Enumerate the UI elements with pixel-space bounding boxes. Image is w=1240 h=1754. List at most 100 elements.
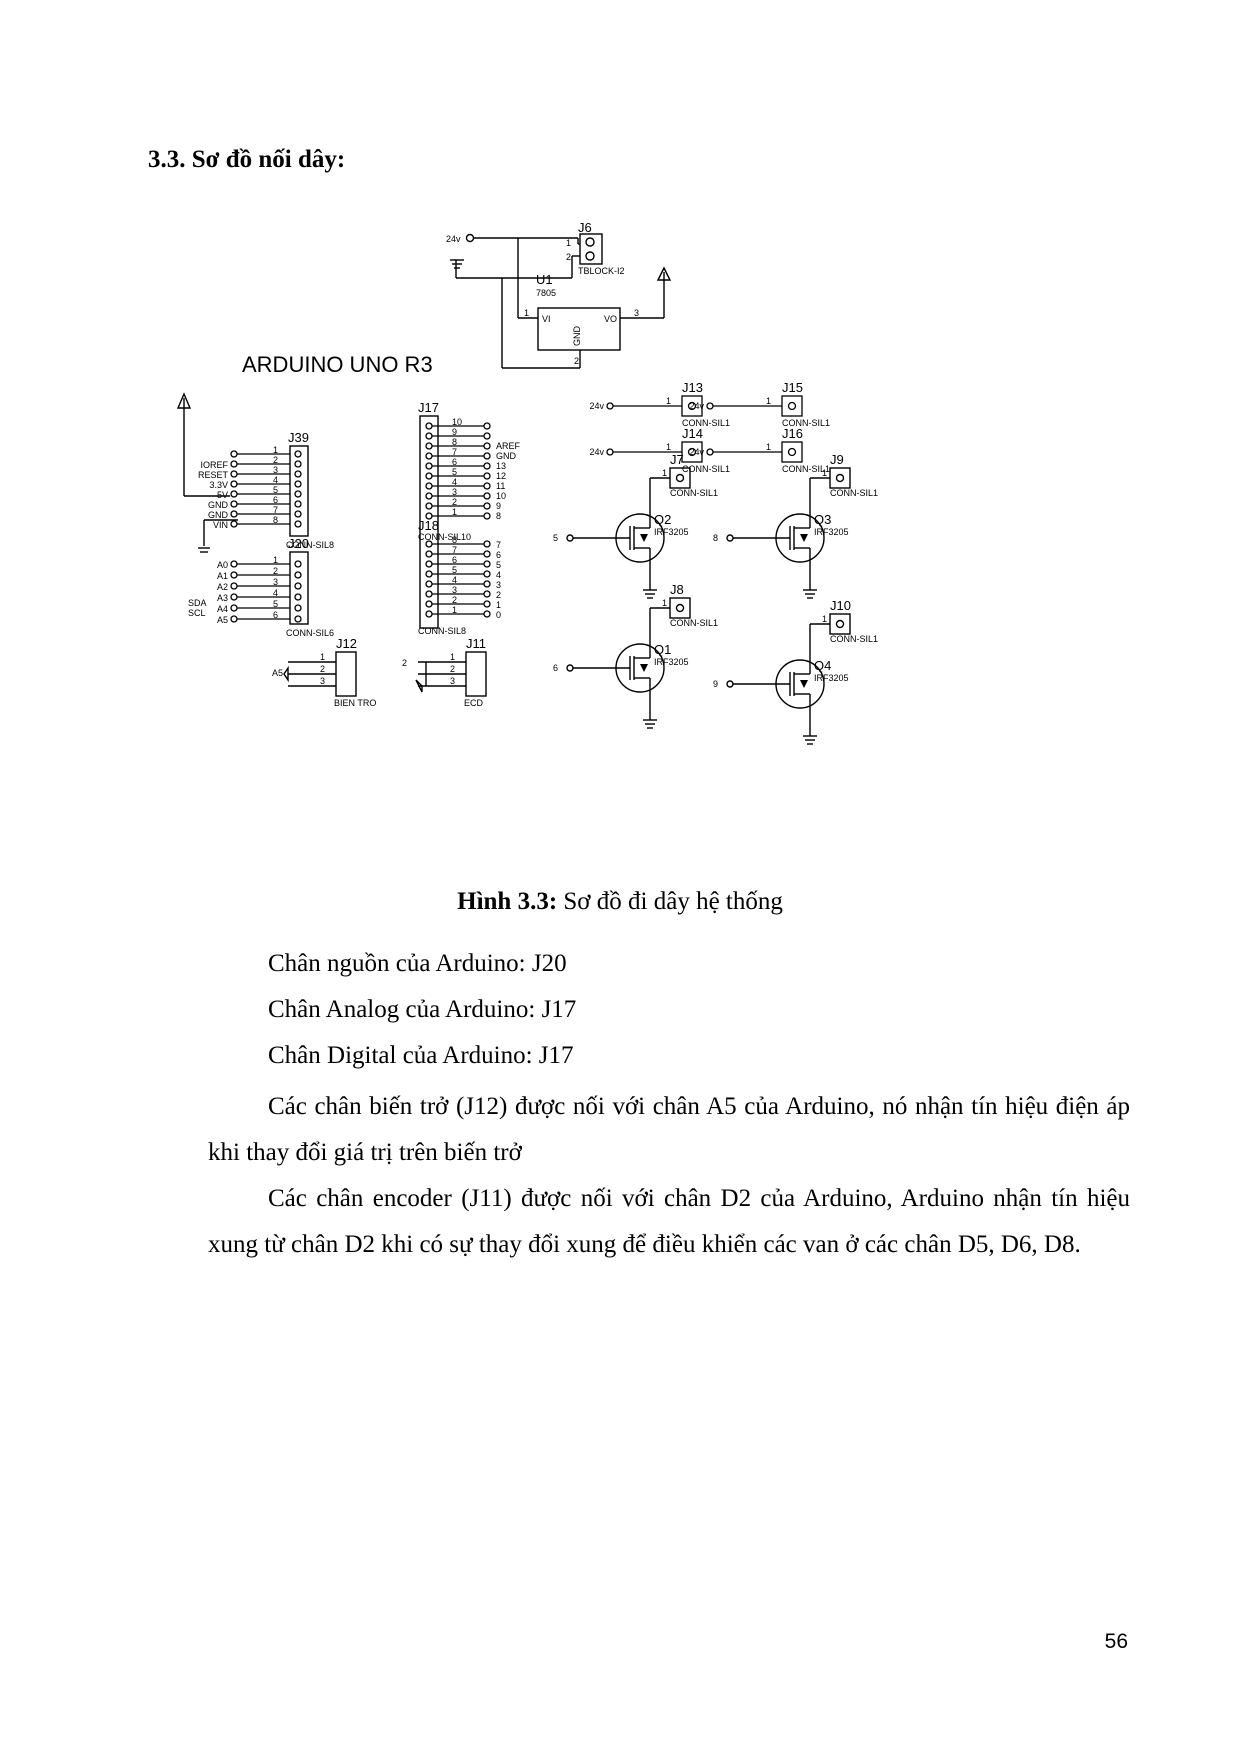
j20-pin-number: 4	[273, 588, 278, 598]
j18-pin-number: 4	[452, 575, 457, 585]
mosfet-ref: Q2	[654, 512, 671, 527]
connector-type: CONN-SIL1	[682, 418, 730, 428]
pin-circle	[294, 490, 302, 498]
text-line: Chân Digital của Arduino: J17	[268, 1042, 574, 1069]
sda-label: SDA	[188, 598, 207, 608]
gate-terminal	[566, 534, 574, 542]
j11-ref: J11	[466, 636, 486, 651]
j39-ref: J39	[288, 430, 309, 445]
pin-circle	[425, 492, 433, 500]
pin-circle	[787, 401, 797, 411]
supply-label: 24v	[689, 401, 704, 411]
pin-dot	[230, 470, 238, 478]
j17-pin-number: 3	[452, 487, 457, 497]
mosfet-ref: Q4	[814, 658, 831, 673]
j39-label: RESET	[198, 470, 229, 480]
j39-pin-number: 7	[273, 505, 278, 515]
pin-dot	[483, 462, 491, 470]
pin-circle	[687, 447, 697, 457]
pin-circle	[294, 470, 302, 478]
pin-circle	[294, 460, 302, 468]
connector-box	[681, 441, 703, 463]
j39-pin-number: 6	[273, 495, 278, 505]
schematic-svg: 24v J6 1 2 TBLOCK-I2 U1 7805 VI VO GND 1…	[176, 220, 878, 745]
j20-pin-number: 1	[273, 555, 278, 565]
connector-box	[669, 467, 691, 489]
pin-circle	[425, 442, 433, 450]
j12-label: A5	[272, 668, 283, 678]
pin-dot	[483, 502, 491, 510]
pin-dot	[483, 432, 491, 440]
pin-circle	[425, 610, 433, 618]
pin-dot	[230, 510, 238, 518]
j12-pin2: 2	[320, 664, 325, 674]
terminal-circle	[606, 448, 614, 456]
gate-label: 8	[713, 533, 718, 543]
j12-ref: J12	[336, 636, 357, 651]
j18-label: 3	[496, 580, 501, 590]
j20-pin-number: 2	[273, 566, 278, 576]
j39-pin-number: 8	[273, 515, 278, 525]
j18-label: 5	[496, 560, 501, 570]
section-heading: 3.3. Sơ đồ nối dây:	[148, 146, 346, 173]
pin-circle	[425, 570, 433, 578]
pin-circle	[675, 473, 685, 483]
j17-pin-number: 2	[452, 497, 457, 507]
caption-text: Sơ đồ đi dây hệ thống	[557, 888, 783, 915]
gate-label: 5	[553, 533, 558, 543]
pin-dot	[483, 482, 491, 490]
connector-box	[781, 441, 803, 463]
connector-type: CONN-SIL1	[830, 634, 878, 644]
j39-type: CONN-SIL8	[286, 540, 334, 550]
pin-dot	[483, 472, 491, 480]
connector-type: CONN-SIL1	[782, 464, 830, 474]
terminal-circle	[706, 402, 714, 410]
pin-dot	[483, 580, 491, 588]
j18-label: 1	[496, 600, 501, 610]
pin-dot	[483, 492, 491, 500]
pin-circle	[425, 422, 433, 430]
pin-circle	[425, 452, 433, 460]
gate-terminal	[726, 680, 734, 688]
pin-dot	[230, 582, 238, 590]
mosfet-part: IRF3205	[654, 657, 689, 667]
j39-label: GND	[208, 510, 229, 520]
pin-circle	[294, 510, 302, 518]
j6-pin1: 1	[566, 238, 571, 248]
pin-circle	[425, 580, 433, 588]
pin-circle	[835, 619, 845, 629]
j12-type: BIEN TRO	[334, 698, 376, 708]
j18-pin-number: 3	[452, 585, 457, 595]
wiring-diagram: 24v J6 1 2 TBLOCK-I2 U1 7805 VI VO GND 1…	[176, 220, 1060, 820]
j39-label: VIN	[213, 520, 228, 530]
diode-mark	[640, 664, 648, 672]
j39-label: 5V	[217, 490, 228, 500]
j6-ref: J6	[578, 220, 592, 235]
j18-pin-number: 8	[452, 535, 457, 545]
connector-ref: J13	[682, 380, 703, 395]
j18-label: 0	[496, 610, 501, 620]
pin-circle	[294, 582, 302, 590]
j17-pin-number: 6	[452, 457, 457, 467]
pin-dot	[230, 593, 238, 601]
u1-part: 7805	[536, 288, 556, 298]
j6-pin2: 2	[566, 252, 571, 262]
j11-pin2: 2	[450, 664, 455, 674]
pin-circle	[294, 604, 302, 612]
mosfet-part: IRF3205	[814, 673, 849, 683]
diode-mark	[640, 534, 648, 542]
u1-ref: U1	[536, 272, 553, 287]
board-title: ARDUINO UNO R3	[242, 352, 433, 377]
j18-label: 4	[496, 570, 501, 580]
j17-label: 13	[496, 461, 506, 471]
pin-circle	[294, 500, 302, 508]
pin-circle	[425, 560, 433, 568]
pin-circle	[787, 447, 797, 457]
pin-dot	[483, 590, 491, 598]
connector-box	[829, 467, 851, 489]
figure-caption: Hình 3.3: Sơ đồ đi dây hệ thống	[0, 888, 1240, 916]
pin-circle	[294, 560, 302, 568]
